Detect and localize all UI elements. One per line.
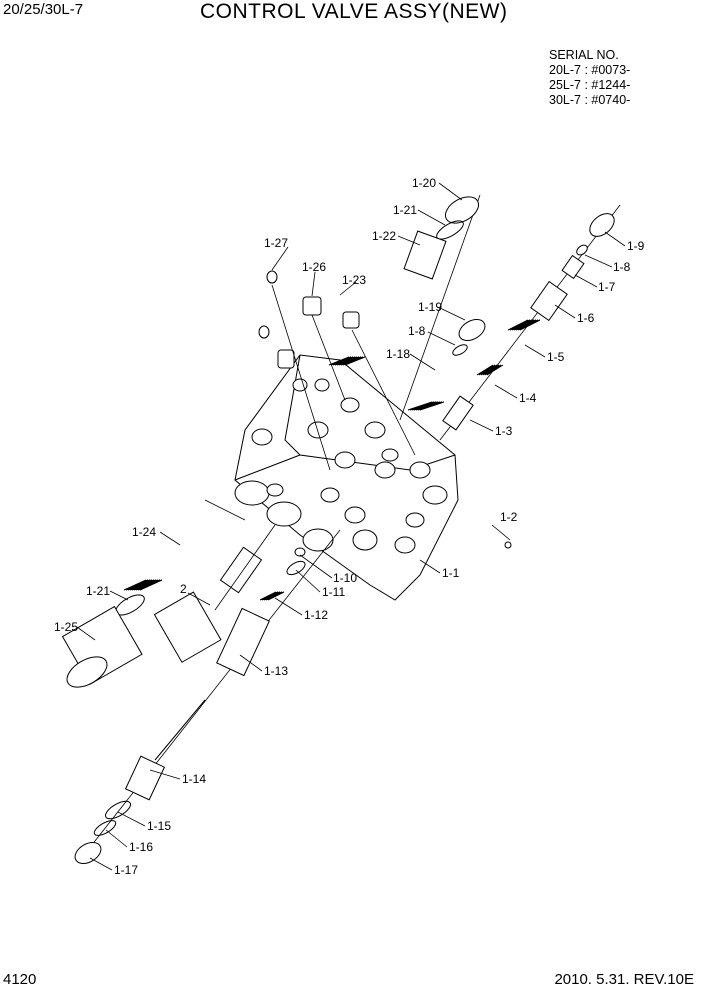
serial-line: 25L-7 : #1244- (549, 78, 631, 92)
label-1-18: 1-18 (386, 347, 410, 361)
revision-date: 2010. 5.31. REV.10E (554, 971, 694, 988)
leader-lines (76, 182, 626, 871)
label-1-9: 1-9 (627, 239, 645, 253)
label-1-2: 1-2 (500, 510, 518, 524)
label-1-3: 1-3 (495, 424, 513, 438)
label-1-12: 1-12 (304, 608, 328, 622)
label-1-10: 1-10 (333, 571, 357, 585)
part-labels: 1-20 1-21 1-22 1-27 1-26 1-23 1-19 1-8 1… (54, 176, 645, 877)
label-1-14: 1-14 (182, 772, 206, 786)
right-stack-parts (439, 204, 621, 549)
serial-heading: SERIAL NO. (549, 48, 619, 62)
label-1-13: 1-13 (264, 664, 288, 678)
label-1-4: 1-4 (519, 391, 537, 405)
label-1-16: 1-16 (129, 840, 153, 854)
label-1-8: 1-8 (613, 260, 631, 274)
label-1-7: 1-7 (598, 280, 616, 294)
label-1-17: 1-17 (114, 863, 138, 877)
label-1-5: 1-5 (547, 350, 565, 364)
valve-body (234, 354, 459, 601)
lower-parts (61, 499, 341, 864)
model-code: 20/25/30L-7 (3, 1, 84, 18)
label-2: 2 (180, 582, 187, 596)
label-1-1: 1-1 (442, 566, 460, 580)
serial-line: 20L-7 : #0073- (549, 63, 631, 77)
label-1-15: 1-15 (147, 819, 171, 833)
label-1-8: 1-8 (408, 324, 426, 338)
label-1-22: 1-22 (372, 229, 396, 243)
serial-line: 30L-7 : #0740- (549, 93, 631, 107)
label-1-21: 1-21 (86, 584, 110, 598)
label-1-6: 1-6 (577, 311, 595, 325)
label-1-27: 1-27 (264, 236, 288, 250)
label-1-23: 1-23 (342, 273, 366, 287)
page-number: 4120 (3, 971, 37, 988)
label-1-11: 1-11 (322, 585, 345, 599)
serial-number-block: SERIAL NO. 20L-7 : #0073- 25L-7 : #1244-… (549, 48, 630, 108)
label-1-24: 1-24 (132, 525, 156, 539)
label-1-20: 1-20 (412, 176, 436, 190)
label-1-21: 1-21 (393, 203, 417, 217)
label-1-25: 1-25 (54, 620, 78, 634)
label-1-26: 1-26 (302, 260, 326, 274)
page-title: CONTROL VALVE ASSY(NEW) (200, 0, 508, 23)
label-1-19: 1-19 (418, 300, 442, 314)
